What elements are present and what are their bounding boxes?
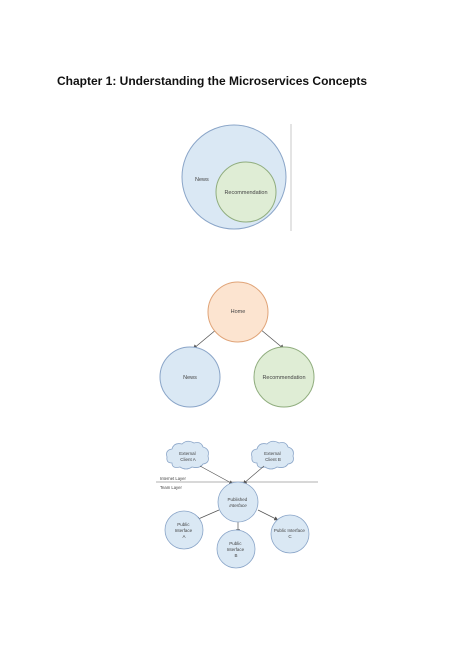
iface-b-line3: B	[234, 553, 237, 558]
interface-a-label: Public Interface A	[175, 522, 194, 539]
recommendation-node-label: Recommendation	[262, 375, 305, 381]
internet-layer-label: Internet Layer	[160, 476, 186, 481]
home-circle	[207, 281, 269, 343]
interface-b-label: Public Interface B	[227, 541, 246, 558]
cloud-client-b	[251, 440, 294, 470]
client-a-line1: External	[179, 451, 196, 456]
iface-a-line1: Public	[177, 522, 190, 527]
home-label: Home	[231, 309, 246, 315]
client-b-label: External Client B	[264, 451, 282, 462]
cloud-client-a	[166, 440, 209, 470]
published-line1: Published	[227, 497, 247, 502]
client-b-line2: Client B	[265, 457, 281, 462]
recommendation-node-circle	[253, 346, 315, 408]
news-label: News	[195, 177, 209, 183]
published-line2: Interface	[229, 503, 247, 508]
client-a-line2: Client A	[180, 457, 196, 462]
arrow-client-b-published	[242, 465, 265, 485]
interface-a-node	[164, 510, 204, 550]
recommendation-circle	[215, 161, 277, 223]
arrow-client-a-published	[199, 465, 234, 485]
arrow-published-a	[195, 509, 220, 521]
interface-c-label: Public Interface C	[274, 528, 306, 539]
home-tree-diagram: Home News Recommendation	[159, 281, 315, 408]
team-layer-label: Team Layer	[160, 485, 182, 490]
published-interface-node	[217, 481, 259, 523]
interface-network-diagram: External Client A External Client B Inte…	[156, 440, 318, 569]
iface-b-line2: Interface	[227, 547, 245, 552]
published-label: Published Interface	[227, 497, 248, 508]
chapter-title: Chapter 1: Understanding the Microservic…	[57, 74, 368, 88]
interface-c-node	[270, 514, 310, 554]
recommendation-label: Recommendation	[224, 190, 267, 196]
iface-c-line1: Public Interface	[274, 528, 306, 533]
iface-b-line1: Public	[229, 541, 242, 546]
news-node-label: News	[183, 375, 197, 381]
news-node-circle	[159, 346, 221, 408]
nested-circles-diagram: News Recommendation	[181, 124, 292, 231]
arrow-home-recommendation	[259, 328, 285, 350]
interface-b-node	[216, 529, 256, 569]
client-a-label: External Client A	[179, 451, 197, 462]
iface-c-line2: C	[288, 534, 292, 539]
client-b-line1: External	[264, 451, 281, 456]
arrow-published-c	[257, 509, 279, 521]
iface-a-line2: Interface	[175, 528, 193, 533]
iface-a-line3: A	[182, 534, 185, 539]
arrow-home-news	[192, 328, 218, 350]
